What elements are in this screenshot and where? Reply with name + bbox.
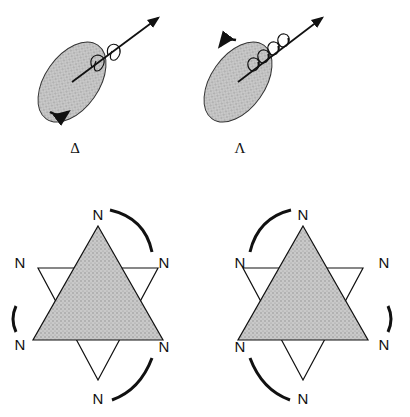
donor-atom: N <box>235 255 246 270</box>
donor-atom: N <box>379 337 390 352</box>
chirality-symbol: Δ <box>70 141 80 156</box>
donor-atom: N <box>93 391 104 406</box>
chirality-symbol: Λ <box>235 141 246 156</box>
donor-atom: N <box>159 255 170 270</box>
donor-atom: N <box>379 255 390 270</box>
delta-octahedron <box>13 210 163 400</box>
donor-atom: N <box>235 339 246 354</box>
donor-atom: N <box>15 255 26 270</box>
donor-atom: N <box>298 207 309 222</box>
donor-atom: N <box>159 339 170 354</box>
donor-atom: N <box>298 391 309 406</box>
donor-atom: N <box>93 207 104 222</box>
donor-atom: N <box>15 337 26 352</box>
lambda-octahedron <box>238 210 391 400</box>
delta-disk <box>24 18 158 134</box>
lambda-disk <box>190 18 322 134</box>
